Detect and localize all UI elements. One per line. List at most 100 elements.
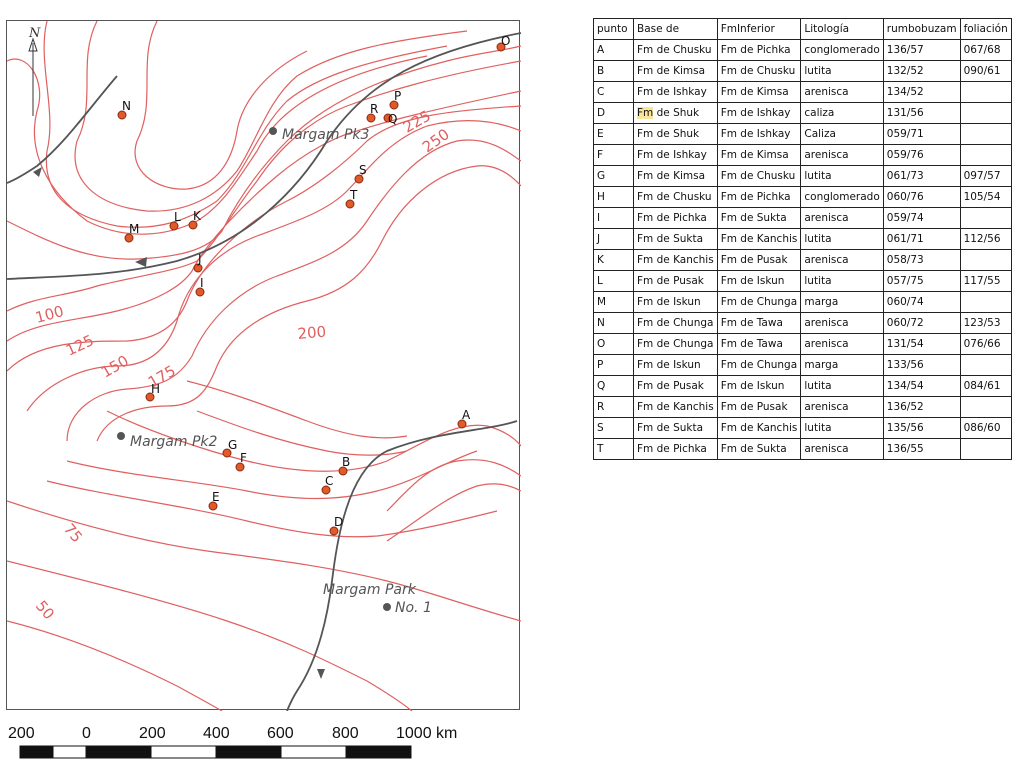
cell-base-de[interactable]: Fm de Chunga <box>633 312 718 334</box>
cell-base-de[interactable]: Fm de Ishkay <box>633 81 718 103</box>
cell-punto[interactable]: R <box>593 396 634 418</box>
cell-base-de[interactable]: Fm de Sukta <box>633 417 718 439</box>
cell-rumbobuzam[interactable]: 131/54 <box>882 333 961 355</box>
cell-foliacion[interactable] <box>959 102 1012 124</box>
cell-foliacion[interactable]: 076/66 <box>959 333 1012 355</box>
cell-litologia[interactable]: lutita <box>800 165 884 187</box>
cell-rumbobuzam[interactable]: 136/57 <box>882 39 961 61</box>
cell-rumbobuzam[interactable]: 061/73 <box>882 165 961 187</box>
cell-litologia[interactable]: marga <box>800 354 884 376</box>
point-marker-g[interactable] <box>222 448 232 458</box>
cell-base-de[interactable]: Fm de Kimsa <box>633 165 718 187</box>
header-rumbobuzam[interactable]: rumbobuzam <box>882 18 961 40</box>
cell-foliacion[interactable] <box>959 81 1012 103</box>
cell-rumbobuzam[interactable]: 133/56 <box>882 354 961 376</box>
cell-foliacion[interactable] <box>959 438 1012 460</box>
cell-rumbobuzam[interactable]: 135/56 <box>882 417 961 439</box>
cell-punto[interactable]: Q <box>593 375 634 397</box>
cell-punto[interactable]: I <box>593 207 634 229</box>
cell-foliacion[interactable]: 084/61 <box>959 375 1012 397</box>
cell-punto[interactable]: E <box>593 123 634 145</box>
cell-litologia[interactable]: lutita <box>800 417 884 439</box>
cell-fm-inferior[interactable]: Fm de Kanchis <box>716 228 802 250</box>
cell-rumbobuzam[interactable]: 134/54 <box>882 375 961 397</box>
cell-litologia[interactable]: arenisca <box>800 333 884 355</box>
cell-foliacion[interactable]: 105/54 <box>959 186 1012 208</box>
cell-punto[interactable]: G <box>593 165 634 187</box>
point-marker-h[interactable] <box>145 392 155 402</box>
point-marker-p[interactable] <box>389 100 399 110</box>
cell-foliacion[interactable]: 086/60 <box>959 417 1012 439</box>
cell-punto[interactable]: F <box>593 144 634 166</box>
cell-fm-inferior[interactable]: Fm de Pusak <box>716 396 802 418</box>
point-marker-f[interactable] <box>235 462 245 472</box>
cell-foliacion[interactable] <box>959 354 1012 376</box>
cell-litologia[interactable]: arenisca <box>800 249 884 271</box>
cell-foliacion[interactable] <box>959 123 1012 145</box>
cell-rumbobuzam[interactable]: 060/72 <box>882 312 961 334</box>
cell-rumbobuzam[interactable]: 134/52 <box>882 81 961 103</box>
cell-rumbobuzam[interactable]: 059/76 <box>882 144 961 166</box>
cell-fm-inferior[interactable]: Fm de Chusku <box>716 165 802 187</box>
point-marker-k[interactable] <box>188 220 198 230</box>
cell-fm-inferior[interactable]: Fm de Pusak <box>716 249 802 271</box>
cell-fm-inferior[interactable]: Fm de Ishkay <box>716 123 802 145</box>
point-marker-c[interactable] <box>321 485 331 495</box>
cell-base-de[interactable]: Fm de Chunga <box>633 333 718 355</box>
cell-litologia[interactable]: lutita <box>800 60 884 82</box>
cell-rumbobuzam[interactable]: 131/56 <box>882 102 961 124</box>
cell-punto[interactable]: N <box>593 312 634 334</box>
cell-base-de[interactable]: Fm de Shuk <box>633 102 718 124</box>
cell-foliacion[interactable] <box>959 249 1012 271</box>
cell-base-de[interactable]: Fm de Pusak <box>633 270 718 292</box>
cell-fm-inferior[interactable]: Fm de Kanchis <box>716 417 802 439</box>
header-punto[interactable]: punto <box>593 18 634 40</box>
point-marker-t[interactable] <box>345 199 355 209</box>
cell-foliacion[interactable] <box>959 291 1012 313</box>
cell-foliacion[interactable]: 112/56 <box>959 228 1012 250</box>
cell-rumbobuzam[interactable]: 060/74 <box>882 291 961 313</box>
cell-base-de[interactable]: Fm de Iskun <box>633 291 718 313</box>
cell-fm-inferior[interactable]: Fm de Ishkay <box>716 102 802 124</box>
point-marker-r[interactable] <box>366 113 376 123</box>
cell-fm-inferior[interactable]: Fm de Kimsa <box>716 81 802 103</box>
header-base-de[interactable]: Base de <box>633 18 718 40</box>
point-marker-b[interactable] <box>338 466 348 476</box>
cell-base-de[interactable]: Fm de Pichka <box>633 438 718 460</box>
cell-rumbobuzam[interactable]: 060/76 <box>882 186 961 208</box>
point-marker-o[interactable] <box>496 42 506 52</box>
cell-punto[interactable]: A <box>593 39 634 61</box>
cell-punto[interactable]: D <box>593 102 634 124</box>
cell-foliacion[interactable]: 123/53 <box>959 312 1012 334</box>
point-marker-j[interactable] <box>193 263 203 273</box>
cell-fm-inferior[interactable]: Fm de Pichka <box>716 186 802 208</box>
cell-punto[interactable]: C <box>593 81 634 103</box>
point-marker-n[interactable] <box>117 110 127 120</box>
cell-fm-inferior[interactable]: Fm de Iskun <box>716 270 802 292</box>
cell-punto[interactable]: H <box>593 186 634 208</box>
cell-rumbobuzam[interactable]: 058/73 <box>882 249 961 271</box>
point-marker-i[interactable] <box>195 287 205 297</box>
cell-litologia[interactable]: lutita <box>800 375 884 397</box>
cell-rumbobuzam[interactable]: 059/74 <box>882 207 961 229</box>
cell-punto[interactable]: O <box>593 333 634 355</box>
header-litologia[interactable]: Litología <box>800 18 884 40</box>
cell-fm-inferior[interactable]: Fm de Chusku <box>716 60 802 82</box>
cell-base-de[interactable]: Fm de Sukta <box>633 228 718 250</box>
cell-base-de[interactable]: Fm de Kimsa <box>633 60 718 82</box>
point-marker-a[interactable] <box>457 419 467 429</box>
header-foliacion[interactable]: foliación <box>959 18 1012 40</box>
point-marker-s[interactable] <box>354 174 364 184</box>
cell-base-de[interactable]: Fm de Shuk <box>633 123 718 145</box>
cell-base-de[interactable]: Fm de Chusku <box>633 186 718 208</box>
cell-fm-inferior[interactable]: Fm de Pichka <box>716 39 802 61</box>
cell-rumbobuzam[interactable]: 132/52 <box>882 60 961 82</box>
cell-foliacion[interactable] <box>959 396 1012 418</box>
cell-punto[interactable]: B <box>593 60 634 82</box>
cell-rumbobuzam[interactable]: 057/75 <box>882 270 961 292</box>
cell-fm-inferior[interactable]: Fm de Tawa <box>716 333 802 355</box>
header-fm-inferior[interactable]: FmInferior <box>716 18 802 40</box>
cell-litologia[interactable]: lutita <box>800 270 884 292</box>
point-marker-e[interactable] <box>208 501 218 511</box>
cell-rumbobuzam[interactable]: 136/52 <box>882 396 961 418</box>
